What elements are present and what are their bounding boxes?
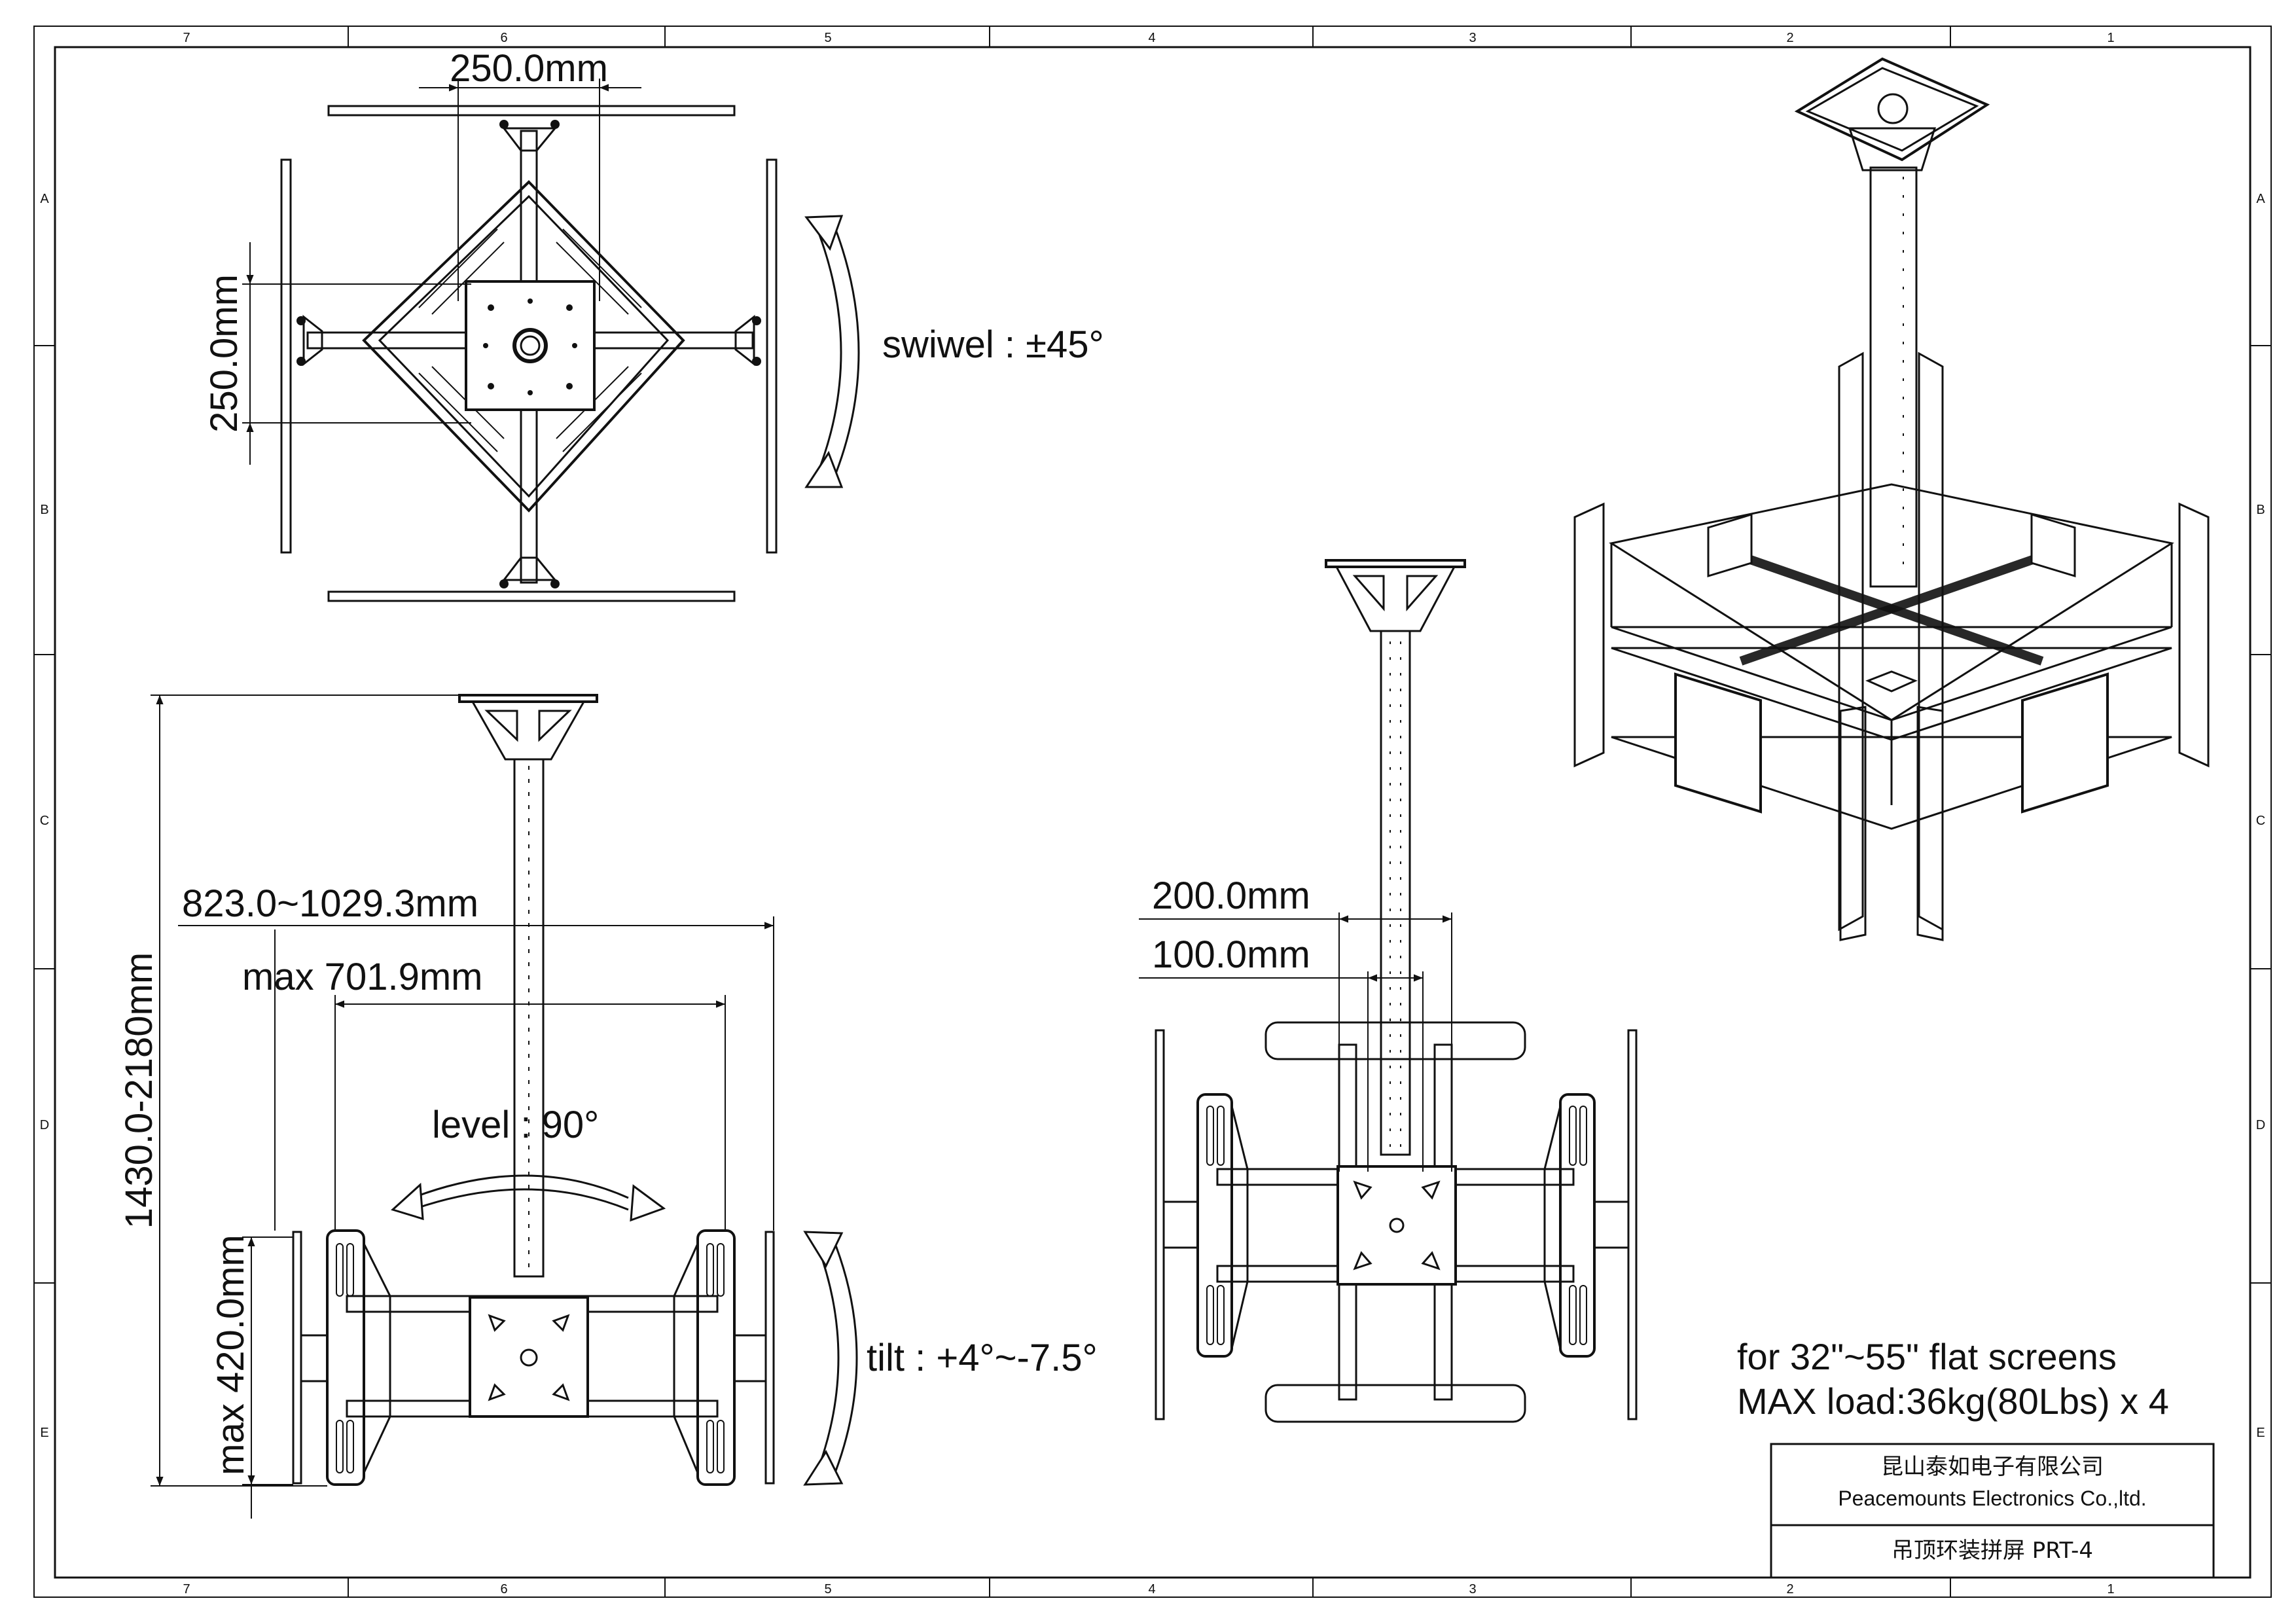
col-label: 4 (1148, 1582, 1155, 1597)
row-label: C (40, 814, 49, 828)
level-arrow (391, 1174, 666, 1222)
side-view (292, 694, 775, 1486)
swivel-label: swiwel : ±45° (882, 323, 1104, 366)
col-label: 7 (183, 1582, 190, 1597)
tilt-label: tilt : +4°~-7.5° (867, 1337, 1098, 1379)
top-view-dimensions (242, 79, 641, 465)
swivel-arrow (804, 215, 860, 488)
row-label: D (40, 1118, 49, 1132)
col-label: 5 (824, 31, 831, 45)
title-block (1770, 1443, 2215, 1579)
col-label: 6 (500, 31, 507, 45)
row-label: B (40, 503, 48, 517)
row-label: E (2256, 1426, 2265, 1440)
zone-labels: 7 6 5 4 3 2 1 7 6 5 4 3 2 1 A B C D E A … (40, 31, 2266, 1597)
col-label: 1 (2107, 31, 2114, 45)
row-label: A (40, 192, 49, 206)
col-label: 5 (824, 1582, 831, 1597)
col-label: 3 (1469, 31, 1476, 45)
row-label: B (2256, 503, 2265, 517)
col-label: 2 (1786, 1582, 1793, 1597)
dimension-spacing-outer: 200.0mm (1152, 875, 1310, 917)
row-label: E (40, 1426, 48, 1440)
row-label: A (2256, 192, 2265, 206)
top-view (280, 105, 778, 602)
col-label: 6 (500, 1582, 507, 1597)
product-name: 吊顶环装拼屏 PRT-4 (1892, 1538, 2093, 1564)
row-label: D (2256, 1118, 2265, 1132)
col-label: 2 (1786, 31, 1793, 45)
front-view-dimensions (1139, 912, 1452, 1172)
dimension-max-extension: max 701.9mm (242, 956, 482, 998)
company-name-en: Peacemounts Electronics Co.,ltd. (1838, 1487, 2146, 1510)
spec-screens: for 32"~55" flat screens (1737, 1336, 2117, 1377)
dimension-top-width: 250.0mm (450, 47, 608, 90)
col-label: 3 (1469, 1582, 1476, 1597)
col-label: 1 (2107, 1582, 2114, 1597)
drawing-frame (33, 26, 2272, 1598)
col-label: 7 (183, 31, 190, 45)
side-view-dimensions (151, 695, 774, 1519)
level-label: level : 90° (432, 1104, 599, 1146)
dimension-top-height: 250.0mm (203, 274, 245, 433)
dimension-arm-span: 823.0~1029.3mm (182, 882, 478, 925)
row-label: C (2256, 814, 2265, 828)
spec-load: MAX load:36kg(80Lbs) x 4 (1737, 1380, 2169, 1422)
tilt-arrow (803, 1231, 858, 1486)
dimension-total-height: 1430.0-2180mm (118, 952, 160, 1229)
company-name-cn: 昆山泰如电子有限公司 (1881, 1454, 2104, 1480)
col-label: 4 (1148, 31, 1155, 45)
dimension-max-vertical: max 420.0mm (209, 1235, 252, 1475)
dimension-spacing-inner: 100.0mm (1152, 933, 1310, 976)
isometric-view (1573, 57, 2210, 941)
front-view (1155, 559, 1638, 1423)
